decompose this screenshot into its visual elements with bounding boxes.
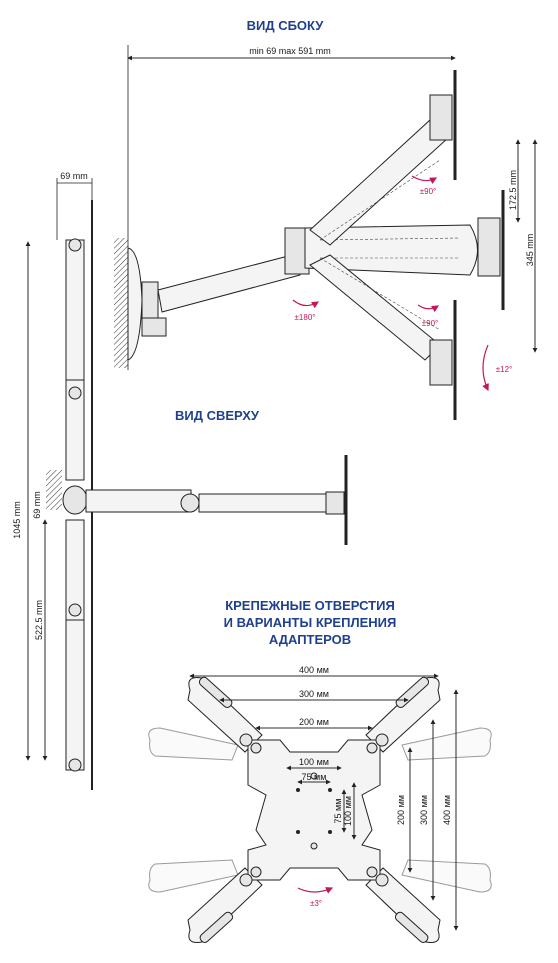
side-head-bottom bbox=[429, 339, 453, 386]
plate-h100-label: 100 мм bbox=[343, 796, 353, 826]
plate-w400-label: 400 мм bbox=[299, 665, 329, 675]
plate-h200-label: 200 мм bbox=[396, 795, 406, 825]
top-bar-upper bbox=[65, 239, 85, 381]
plate-w75-label: 75 мм bbox=[302, 772, 327, 782]
plate-rotate-arrow bbox=[297, 887, 334, 894]
plate-w300-label: 300 мм bbox=[299, 689, 329, 699]
wall-hatch bbox=[114, 238, 128, 368]
rotate-90-top-arrow bbox=[411, 175, 438, 185]
top-bar-lower bbox=[65, 619, 85, 771]
hole-plate-drawing: 400 мм 300 мм 200 мм 100 мм 75 мм 75 мм … bbox=[148, 665, 492, 943]
dim-172-label: 172.5 mm bbox=[508, 170, 518, 210]
side-head-top bbox=[429, 94, 453, 141]
plate-rotate-label: ±3° bbox=[310, 899, 322, 908]
wall-plate bbox=[127, 247, 143, 361]
plate-h75-label: 75 мм bbox=[333, 799, 343, 824]
plate-w100-label: 100 мм bbox=[299, 757, 329, 767]
top-arm-2 bbox=[198, 493, 330, 513]
holes-title-line1: КРЕПЕЖНЫЕ ОТВЕРСТИЯ bbox=[225, 598, 395, 613]
top-center-joint bbox=[62, 485, 88, 515]
top-view-title: ВИД СВЕРХУ bbox=[175, 408, 259, 423]
dim-69-side-label: 69 mm bbox=[32, 491, 42, 519]
top-arm-1 bbox=[85, 489, 192, 513]
rotate-180-label: ±180° bbox=[295, 313, 316, 322]
plate-h300-label: 300 мм bbox=[419, 795, 429, 825]
side-view-drawing: min 69 max 591 mm 172.5 mm 345 mm ±180° … bbox=[114, 45, 538, 420]
tilt-label: ±12° bbox=[496, 365, 513, 374]
side-head-mid bbox=[477, 217, 501, 277]
rotate-90-bottom-arrow bbox=[417, 304, 440, 313]
rotate-90-top-label: ±90° bbox=[420, 187, 437, 196]
side-view-title: ВИД СБОКУ bbox=[246, 18, 324, 33]
plate-w200-label: 200 мм bbox=[299, 717, 329, 727]
depth-range-label: min 69 max 591 mm bbox=[249, 46, 331, 56]
holes-title-line2: И ВАРИАНТЫ КРЕПЛЕНИЯ bbox=[223, 615, 397, 630]
holes-title-line3: АДАПТЕРОВ bbox=[268, 632, 352, 647]
plate-h400-label: 400 мм bbox=[442, 795, 452, 825]
dim-69-top-label: 69 mm bbox=[60, 171, 88, 181]
top-view-drawing: 69 mm 1045 mm bbox=[12, 171, 348, 790]
rotate-180-arrow bbox=[292, 299, 320, 309]
dim-1045-label: 1045 mm bbox=[12, 501, 22, 539]
rotate-90-bottom-label: ±90° bbox=[422, 319, 439, 328]
side-arm-1 bbox=[157, 254, 301, 313]
dim-345-label: 345 mm bbox=[525, 234, 535, 267]
tilt-arrow bbox=[482, 344, 489, 392]
dim-522-label: 522.5 mm bbox=[34, 600, 44, 640]
side-arm-2 bbox=[304, 224, 478, 276]
